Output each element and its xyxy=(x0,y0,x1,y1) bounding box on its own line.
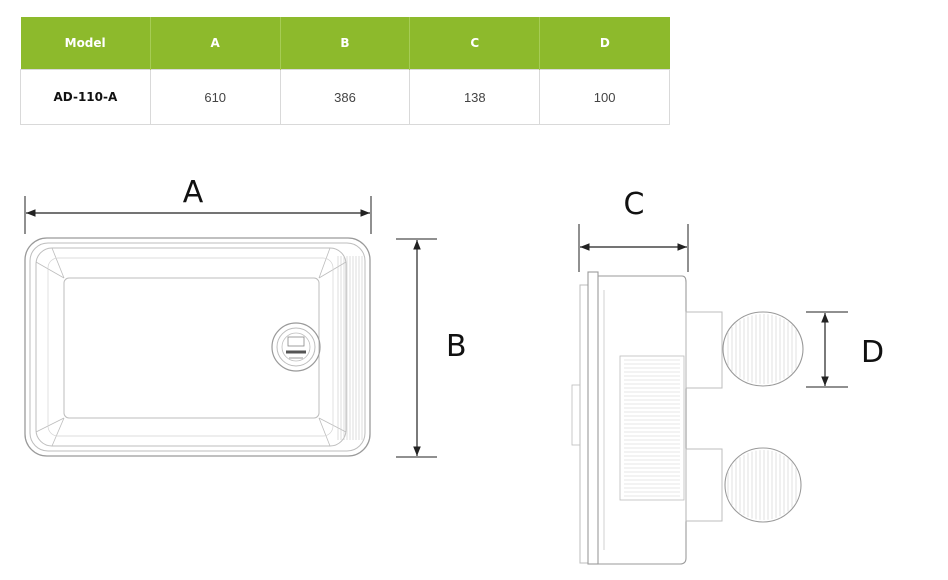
header-a: A xyxy=(150,17,281,70)
table-row: AD-110-A 610 386 138 100 xyxy=(20,69,670,125)
dimension-d-label: D xyxy=(861,335,884,370)
cell-b: 386 xyxy=(279,69,411,125)
dimension-d: D xyxy=(806,311,884,388)
dimension-c-label: C xyxy=(624,187,645,222)
cell-c: 138 xyxy=(409,69,541,125)
dimension-b-label: B xyxy=(446,329,467,364)
front-view xyxy=(24,237,371,457)
dimension-c: C xyxy=(578,187,689,272)
side-view xyxy=(571,271,804,565)
header-b: B xyxy=(280,17,411,70)
dimension-a: A xyxy=(24,175,372,234)
header-c: C xyxy=(409,17,541,70)
dimension-a-label: A xyxy=(183,175,204,210)
spec-table: Model A B C D AD-110-A 610 386 138 100 xyxy=(20,17,670,125)
table-header-row: Model A B C D xyxy=(20,17,670,70)
cell-model: AD-110-A xyxy=(20,69,151,125)
header-model: Model xyxy=(20,17,151,70)
dimension-b: B xyxy=(396,238,467,458)
header-d: D xyxy=(539,17,670,70)
control-knob xyxy=(271,322,321,372)
cell-d: 100 xyxy=(539,69,670,125)
